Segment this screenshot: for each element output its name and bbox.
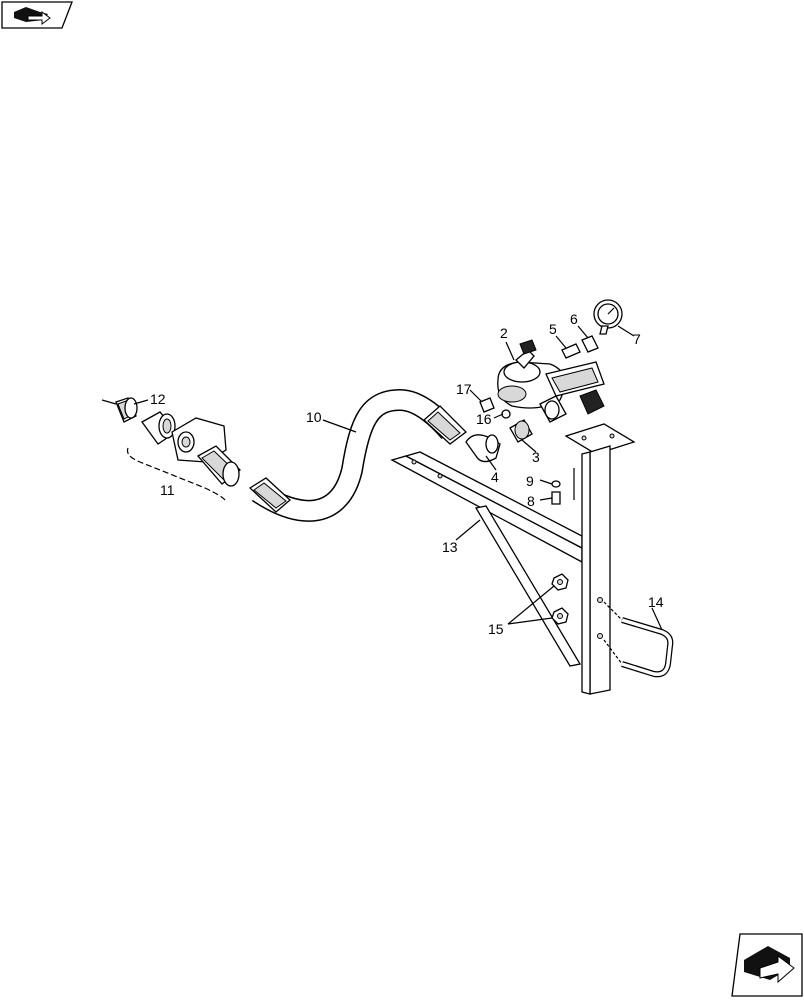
part-4-elbow <box>465 434 501 463</box>
callout-11: 11 <box>160 482 175 498</box>
part-16-washer <box>501 409 511 419</box>
callout-16: 16 <box>476 411 492 427</box>
callout-2: 2 <box>500 325 508 341</box>
part-11-swivel <box>196 445 241 487</box>
part-6-fitting <box>581 335 599 353</box>
part-13-support-frame <box>390 445 611 695</box>
part-8-bolt <box>551 491 561 505</box>
part-2-valve <box>497 339 605 423</box>
callout-8: 8 <box>527 493 535 509</box>
callout-5: 5 <box>549 321 557 337</box>
leader-lines <box>133 325 663 631</box>
callout-3: 3 <box>532 449 540 465</box>
next-page-arrow-icon[interactable] <box>731 933 803 997</box>
callout-6: 6 <box>570 311 578 327</box>
part-11-coupler <box>141 411 177 445</box>
previous-page-arrow-icon[interactable] <box>1 1 73 29</box>
callout-15: 15 <box>488 621 504 637</box>
part-7-gauge <box>593 299 623 335</box>
callout-7: 7 <box>633 331 641 347</box>
callout-12: 12 <box>150 391 166 407</box>
part-11-bracket-line <box>126 447 226 501</box>
callout-10: 10 <box>306 409 322 425</box>
part-3-adapter <box>509 419 533 443</box>
callout-9: 9 <box>526 473 534 489</box>
callout-17: 17 <box>456 381 472 397</box>
part-17-plug <box>479 397 495 413</box>
callout-14: 14 <box>648 594 664 610</box>
callout-4: 4 <box>491 469 499 485</box>
callout-13: 13 <box>442 539 458 555</box>
mounting-top-plate <box>564 423 636 455</box>
part-5-fitting <box>561 343 581 359</box>
part-9-washer <box>551 480 561 488</box>
part-14-u-bolt <box>603 601 674 678</box>
part-15-nut-upper <box>551 573 569 591</box>
part-12-fitting <box>101 397 138 423</box>
part-10-hose <box>248 388 467 522</box>
